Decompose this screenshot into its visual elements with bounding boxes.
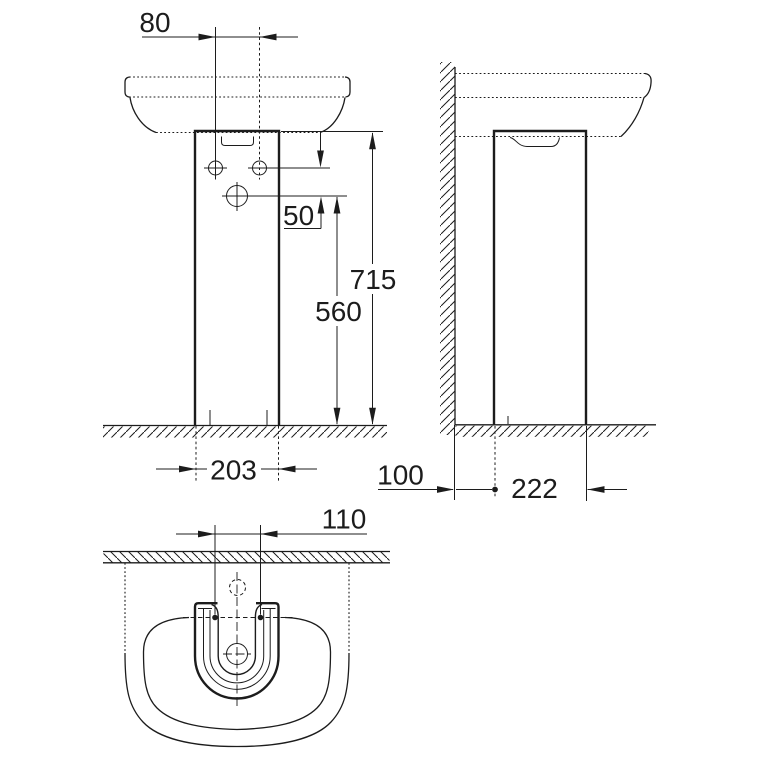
basin-underside-left-curve — [129, 97, 157, 134]
arrowhead — [333, 407, 341, 425]
front-view: 80 50 560 — [103, 7, 396, 486]
basin-rim-front-edge — [643, 72, 652, 99]
pedestal-side — [492, 129, 588, 425]
arrowhead — [179, 465, 196, 473]
dim-label-203: 203 — [210, 455, 257, 486]
floor-front — [103, 410, 387, 438]
floor-hatch — [455, 425, 649, 437]
arrowhead — [259, 33, 277, 41]
wall-hatch — [440, 62, 455, 435]
pedestal-outline — [492, 129, 588, 425]
basin-rim-left-edge — [124, 76, 131, 98]
dimension-dot — [492, 486, 498, 493]
arrowhead — [369, 132, 376, 150]
side-view: 100 222 — [377, 62, 656, 504]
arrowhead — [198, 33, 216, 41]
washbasin-side — [455, 72, 652, 138]
arrowhead — [278, 465, 296, 473]
bottom-dimensions: 110 — [176, 504, 367, 615]
basin-underside-curve — [620, 97, 645, 137]
bottom-view: 110 — [103, 504, 390, 748]
arrowhead — [317, 196, 325, 214]
wall-plan — [103, 550, 390, 564]
dim-label-222: 222 — [511, 473, 558, 504]
pedestal-section-plan — [183, 572, 293, 708]
pedestal-front — [193, 129, 281, 425]
pedestal-outline — [193, 129, 281, 425]
dim-label-100: 100 — [377, 460, 424, 491]
dim-label-50: 50 — [283, 200, 314, 231]
dim-label-715: 715 — [350, 264, 397, 295]
front-dimensions: 80 50 560 — [139, 7, 396, 486]
arrowhead — [198, 530, 215, 538]
rim-outer-outline — [124, 652, 350, 748]
wall-hatch — [103, 552, 390, 563]
wall-and-floor-side — [440, 62, 656, 437]
arrowhead — [260, 530, 278, 538]
fixing-point-dot — [212, 614, 218, 621]
arrowhead — [317, 150, 324, 168]
dim-label-110: 110 — [322, 504, 367, 535]
pedestal-section-ring — [209, 610, 265, 684]
washbasin-front — [124, 76, 351, 134]
bowl-inner-outline — [142, 616, 332, 731]
fixing-point-dot — [257, 614, 264, 621]
dim-label-80: 80 — [139, 7, 170, 38]
basin-underside-right-curve — [319, 97, 346, 134]
pedestal-recess — [509, 137, 560, 147]
side-dimensions: 100 222 — [377, 425, 627, 504]
arrowhead — [333, 196, 341, 214]
overflow-hidden-circle — [229, 579, 246, 596]
floor-hatch — [103, 426, 387, 438]
pedestal-recess — [221, 136, 254, 146]
basin-rim-right-edge — [344, 76, 351, 98]
arrowhead — [437, 486, 454, 493]
arrowhead — [369, 407, 376, 425]
washbasin-plan — [124, 563, 350, 748]
dim-label-560: 560 — [315, 296, 362, 327]
